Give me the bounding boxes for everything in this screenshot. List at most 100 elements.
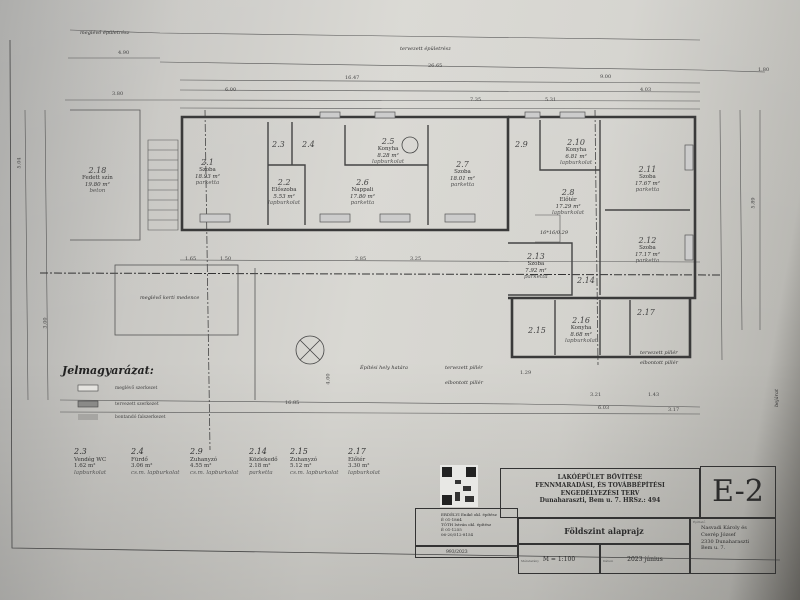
legend-item-existing: meglévő szerkezet (115, 386, 158, 391)
entry-label: bejárat (774, 388, 781, 408)
pool-label: meglévő kerti medence (140, 295, 200, 301)
dimension-text: 1.80 (758, 67, 770, 73)
dimension-text: 1.50 (220, 256, 232, 262)
dimension-text: 16.47 (345, 75, 360, 81)
sheet-border (9, 39, 781, 561)
dimension-text: 9.00 (600, 74, 612, 80)
legend-title: Jelmagyarázat: (62, 364, 154, 377)
date-value: 2023 június (627, 556, 663, 563)
dimension-text: 3.80 (112, 91, 124, 97)
scale-caption: Méretarány (521, 559, 539, 563)
room-2-17: 2.17 (637, 308, 655, 317)
date-caption: Dátum (603, 559, 614, 563)
planned-pillar-label: tervezett pillér (445, 365, 483, 371)
scale-value: M = 1:100 (542, 556, 576, 563)
room-2-15: 2.15 (528, 326, 546, 335)
sheet-code: E-2 (712, 474, 764, 509)
stair-label: 16*16/0.29 (540, 230, 569, 236)
job-number-box: 993/2023 (415, 546, 518, 558)
dimension-text: 3.17 (668, 407, 680, 413)
dimension-line-top (68, 57, 766, 73)
room-2-14: 2.14 (577, 276, 595, 285)
interior-walls-lower (554, 300, 631, 355)
dimension-line-bottom (59, 399, 701, 415)
stairs (147, 139, 561, 243)
planned-pillar-label: tervezett pillér (640, 350, 678, 356)
room-2-9: 2.9 (515, 140, 528, 149)
legend-swatch-existing (77, 384, 99, 392)
job-number: 993/2023 (446, 550, 468, 555)
dimension-text: 7.35 (470, 97, 482, 103)
interior-walls-right (508, 120, 690, 296)
room-2-3: 2.3 (272, 140, 285, 149)
dimension-text: 6.03 (598, 405, 610, 411)
legend-swatch-demolish (78, 414, 98, 420)
dimension-text: 3.21 (590, 392, 602, 398)
sheet-title: Földszint alaprajz (564, 526, 644, 536)
building-line-label: Építési hely határa (360, 365, 408, 371)
dimension-text: 16.85 (285, 400, 300, 406)
building-part-bracket (69, 29, 701, 41)
dimension-text: 3.25 (410, 256, 422, 262)
room-2-4: 2.4 (302, 140, 315, 149)
legend-item-planned: tervezett szerkezet (115, 402, 159, 407)
scale-box: Méretarány M = 1:100 (518, 544, 600, 574)
table-symbol (401, 136, 419, 154)
axis-line (39, 272, 721, 276)
dimension-text: 1.65 (185, 256, 197, 262)
dimension-text: 5.04 (16, 157, 23, 169)
date-box: Dátum 2023 június (600, 544, 690, 574)
dimension-text: 1.43 (648, 392, 660, 398)
client-caption: Építtető (693, 520, 706, 524)
tree-symbol (295, 335, 325, 365)
interior-walls-left (267, 122, 429, 225)
covered-shed-outline (70, 109, 141, 241)
pool-outline (114, 264, 239, 336)
dimension-text: 3.00 (42, 317, 49, 329)
dimension-text: 26.65 (428, 63, 443, 69)
dimension-text: 2.85 (355, 256, 367, 262)
legend-item-demolish: bontandó falszerkezet (115, 415, 166, 420)
dimension-text: 5.31 (545, 97, 557, 103)
removed-pillar-label: elbontott pillér (445, 380, 483, 386)
sheet-code-box: E-2 (700, 466, 776, 518)
legend-swatch-planned (77, 400, 99, 408)
label-existing-building: meglévő épületrész (80, 30, 130, 36)
dimension-text: 4.00 (325, 373, 332, 385)
dimension-text: 4.03 (640, 87, 652, 93)
wall-lower-wing (510, 298, 692, 359)
label-planned-building: tervezett épületrész (400, 46, 451, 52)
dimension-text: 6.00 (225, 87, 237, 93)
dimension-text: 5.89 (750, 197, 757, 209)
axis-line-vertical (204, 109, 599, 451)
dimension-text: 4.90 (118, 50, 130, 56)
wall-right-wing (508, 115, 697, 300)
dimension-line-side (24, 109, 761, 401)
dimension-line-mid (179, 259, 701, 263)
qr-code (440, 465, 478, 507)
dimension-line-chain (179, 79, 701, 110)
wall-left-wing (180, 115, 510, 232)
sheet-title-box: Földszint alaprajz (518, 518, 690, 544)
